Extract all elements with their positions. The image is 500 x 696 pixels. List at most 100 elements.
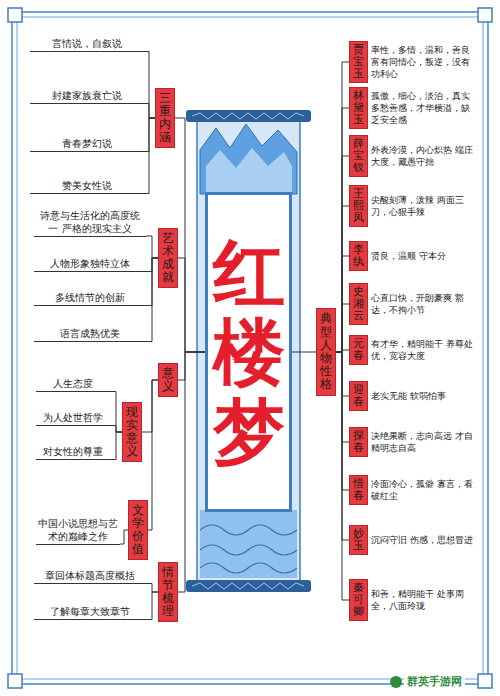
trait-note: 沉闷守旧 伤感，思想冒进 (371, 534, 478, 546)
branch-connector (178, 258, 205, 352)
branch-tag: 现实意义 (122, 402, 142, 463)
leaf-item: 诗意与生活化的高度统一 严格的现实主义 (34, 208, 146, 237)
trait-note: 孤傲，细心，淡泊，真实 多愁善感，才华横溢，缺乏安全感 (371, 90, 478, 126)
leaf-item: 对女性的尊重 (36, 444, 110, 460)
wave-illustration (200, 510, 297, 578)
leaf-item: 为人处世哲学 (36, 410, 110, 426)
character-tag: 史湘云 (349, 283, 368, 325)
node-text: 中国小说思想与艺术的巅峰之作 (38, 517, 118, 543)
node-text: 元春 (353, 338, 364, 362)
branch-connector (144, 104, 155, 119)
branch-connector (336, 156, 349, 352)
trait-note: 尖酸刻薄，泼辣 两面三刀，心狠手辣 (371, 194, 478, 218)
scroll-roller (186, 110, 311, 122)
character-tag: 王熙凤 (349, 185, 368, 227)
mountain-illustration (206, 148, 292, 194)
node-text: 典型人物性格 (320, 312, 332, 391)
character-tag: 惜春 (349, 475, 368, 505)
character-tag: 元春 (349, 335, 368, 365)
character-tag: 探春 (349, 427, 368, 457)
mountain-illustration (200, 124, 297, 194)
node-text: 为人处世哲学 (38, 411, 108, 424)
trait-note: 率性，多情，温和，善良 富有同情心，叛逆，没有功利心 (371, 44, 478, 80)
branch-connector (175, 118, 205, 352)
scroll-panel (197, 120, 300, 582)
node-text: 意义 (162, 367, 174, 393)
page-frame-inner (17, 17, 483, 679)
corner-ornament (8, 8, 22, 22)
node-text: 言情说，自叙说 (32, 37, 142, 50)
node-text: 现实意义 (126, 406, 138, 459)
node-text: 语言成熟优美 (36, 327, 144, 340)
scroll-roller (186, 580, 311, 592)
leaf-item: 人物形象独特立体 (34, 256, 146, 272)
node-text: 人物形象独特立体 (36, 257, 144, 270)
branch-connector (146, 592, 158, 620)
leaf-item: 封建家族衰亡说 (30, 88, 144, 104)
node-text: 李纨 (353, 244, 364, 268)
trait-note: 贤良，温顺 守本分 (371, 250, 478, 262)
wave-lines (200, 525, 297, 573)
leaf-item: 多线情节的创新 (34, 290, 146, 306)
branch-connector (144, 52, 155, 119)
watermark-logo (390, 676, 402, 688)
character-tag: 迎春 (349, 381, 368, 411)
node-text: 封建家族衰亡说 (32, 89, 142, 102)
branch-connector (336, 108, 349, 352)
leaf-item: 中国小说思想与艺术的巅峰之作 (36, 516, 120, 545)
node-text: 情节梳理 (162, 566, 174, 619)
character-tag: 贾宝玉 (349, 41, 368, 83)
branch-connector (110, 392, 122, 433)
leaf-item: 语言成熟优美 (34, 326, 146, 342)
title-scroll: 红楼梦 (205, 192, 292, 512)
corner-ornament (478, 674, 492, 688)
node-text: 秦可卿 (353, 582, 364, 618)
branch-tag: 情节梳理 (158, 562, 178, 623)
node-text: 人生态度 (38, 377, 108, 390)
node-text: 探春 (353, 430, 364, 454)
character-tag: 秦可卿 (349, 579, 368, 621)
node-text: 文学价值 (132, 504, 144, 557)
trait-note: 外表冷漠，内心炽热 端庄大度，藏愚守拙 (371, 144, 478, 168)
character-tag: 李纨 (349, 241, 368, 271)
page-frame (12, 12, 488, 684)
trait-note: 和善，精明能干 处事周全，八面玲珑 (371, 588, 478, 612)
branch-tag: 典型人物性格 (316, 308, 336, 395)
node-text: 贾宝玉 (353, 44, 364, 80)
leaf-item: 章回体标题高度概括 (34, 568, 146, 584)
node-text: 诗意与生活化的高度统一 严格的现实主义 (36, 209, 144, 235)
trait-note: 冷面冷心，孤僻 寡言，看破红尘 (371, 478, 478, 502)
branch-connector (178, 352, 205, 592)
branch-connector (142, 380, 158, 432)
node-text: 多线情节的创新 (36, 291, 144, 304)
leaf-item: 赞美女性说 (30, 178, 144, 194)
branch-connector (336, 352, 349, 600)
roller-pattern (192, 583, 304, 589)
branch-tag: 意义 (158, 363, 178, 397)
node-text: 王熙凤 (353, 188, 364, 224)
branch-connector (336, 62, 349, 352)
trait-note: 老实无能 软弱怕事 (371, 390, 478, 402)
branch-tag: 文学价值 (128, 500, 148, 561)
branch-connector (336, 206, 349, 352)
leaf-item: 人生态度 (36, 376, 110, 392)
branch-connector (110, 426, 122, 433)
branch-connector (336, 256, 349, 352)
branch-connector (146, 236, 158, 258)
leaf-item: 言情说，自叙说 (30, 36, 144, 52)
branch-connector (146, 258, 158, 342)
node-text: 林黛玉 (353, 90, 364, 126)
trait-note: 心直口快，开朗豪爽 豁达，不拘小节 (371, 292, 478, 316)
leaf-item: 青春梦幻说 (30, 136, 144, 152)
leaf-item: 了解每章大致章节 (34, 604, 146, 620)
node-text: 妙玉 (353, 528, 364, 552)
trait-note: 有才华，精明能干 养尊处优，宽容大度 (371, 338, 478, 362)
branch-tag: 艺术成就 (158, 228, 178, 289)
node-text: 章回体标题高度概括 (36, 569, 144, 582)
branch-connector (178, 352, 205, 380)
character-tag: 妙玉 (349, 525, 368, 555)
branch-connector (144, 118, 155, 194)
node-text: 艺术成就 (162, 232, 174, 285)
branch-connector (292, 352, 316, 353)
